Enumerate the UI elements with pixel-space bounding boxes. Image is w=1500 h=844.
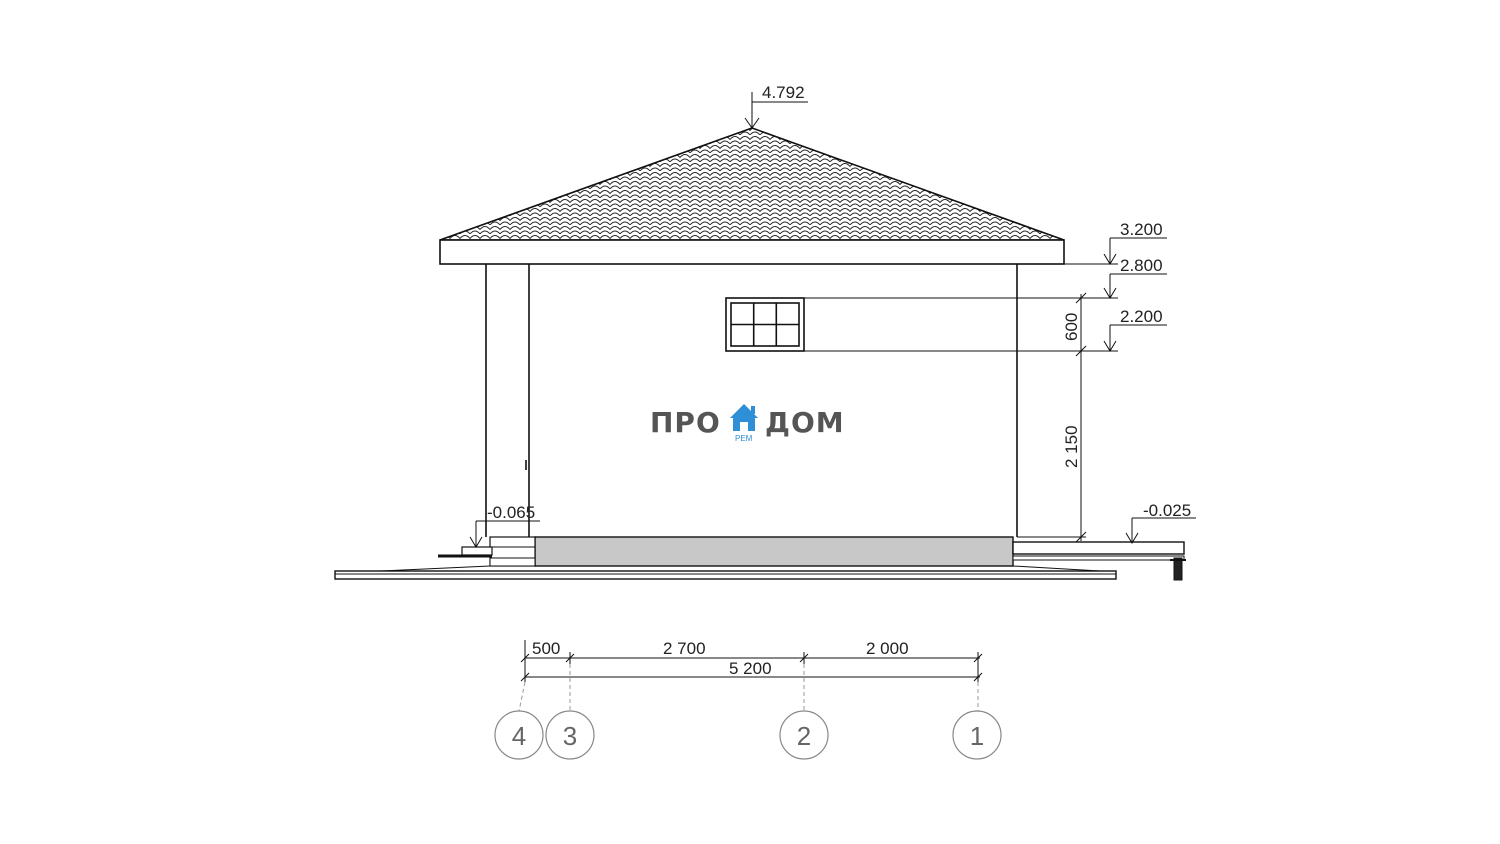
roof-fascia (439, 239, 1065, 265)
foundation (334, 536, 1186, 581)
elevation-eave-bottom-label: 2.800 (1120, 256, 1163, 275)
brand-left-text: ПРО (650, 406, 721, 439)
dim-span-2-1: 2 000 (866, 639, 909, 658)
elevation-porch-label: -0.065 (487, 503, 535, 522)
elevation-eave-top-label: 3.200 (1120, 220, 1163, 239)
axis-markers: 4 3 2 1 (494, 664, 1002, 760)
elevation-mark-window-bottom: 2.200 (804, 307, 1167, 352)
porch-step (461, 546, 493, 556)
ground-slab (334, 570, 1117, 580)
axis-marker-4: 4 (494, 710, 544, 760)
drain-post (1173, 557, 1183, 581)
elevation-mark-ridge: 4.792 (744, 83, 808, 129)
dim-wall-to-window: 2 150 (1062, 425, 1081, 468)
walls (485, 264, 1018, 537)
elevation-mark-eave-bottom: 2.800 (804, 256, 1167, 299)
window (725, 297, 805, 352)
vertical-dimension: 600 2 150 (1017, 292, 1087, 543)
elevation-ridge-label: 4.792 (762, 83, 805, 102)
elevation-window-bottom-label: 2.200 (1120, 307, 1163, 326)
house-icon (730, 404, 758, 431)
plinth (534, 536, 1014, 567)
elevation-ground-right-label: -0.025 (1143, 501, 1191, 520)
dim-window-height: 600 (1062, 313, 1081, 341)
dim-span-4-3: 500 (532, 639, 560, 658)
axis-label-2: 2 (797, 721, 811, 751)
axis-label-3: 3 (563, 721, 577, 751)
elevation-mark-porch: -0.065 (469, 503, 540, 548)
blind-area-right-edge (1012, 555, 1185, 561)
brand-sub-text: РЕМ (735, 434, 753, 443)
axis-label-1: 1 (970, 721, 984, 751)
horizontal-dimensions: 500 2 700 2 000 5 200 (520, 639, 983, 682)
dim-span-3-2: 2 700 (663, 639, 706, 658)
roof (439, 127, 1065, 265)
axis-marker-2: 2 (779, 710, 829, 760)
blind-area-right (1012, 541, 1185, 555)
ground-slope (379, 565, 491, 572)
ground-slope-right (1012, 565, 1101, 572)
axis-label-4: 4 (512, 721, 526, 751)
dim-total: 5 200 (729, 659, 772, 678)
brand-right-text: ДОМ (765, 406, 845, 439)
elevation-mark-ground-right: -0.025 (1125, 501, 1196, 544)
axis-marker-3: 3 (545, 710, 595, 760)
roof-surface (439, 127, 1065, 241)
brand-logo: ПРО РЕМ ДОМ (650, 404, 845, 443)
blind-area-left (489, 557, 536, 567)
elevation-mark-eave-top: 3.200 (1064, 220, 1167, 265)
axis-marker-1: 1 (952, 710, 1002, 760)
